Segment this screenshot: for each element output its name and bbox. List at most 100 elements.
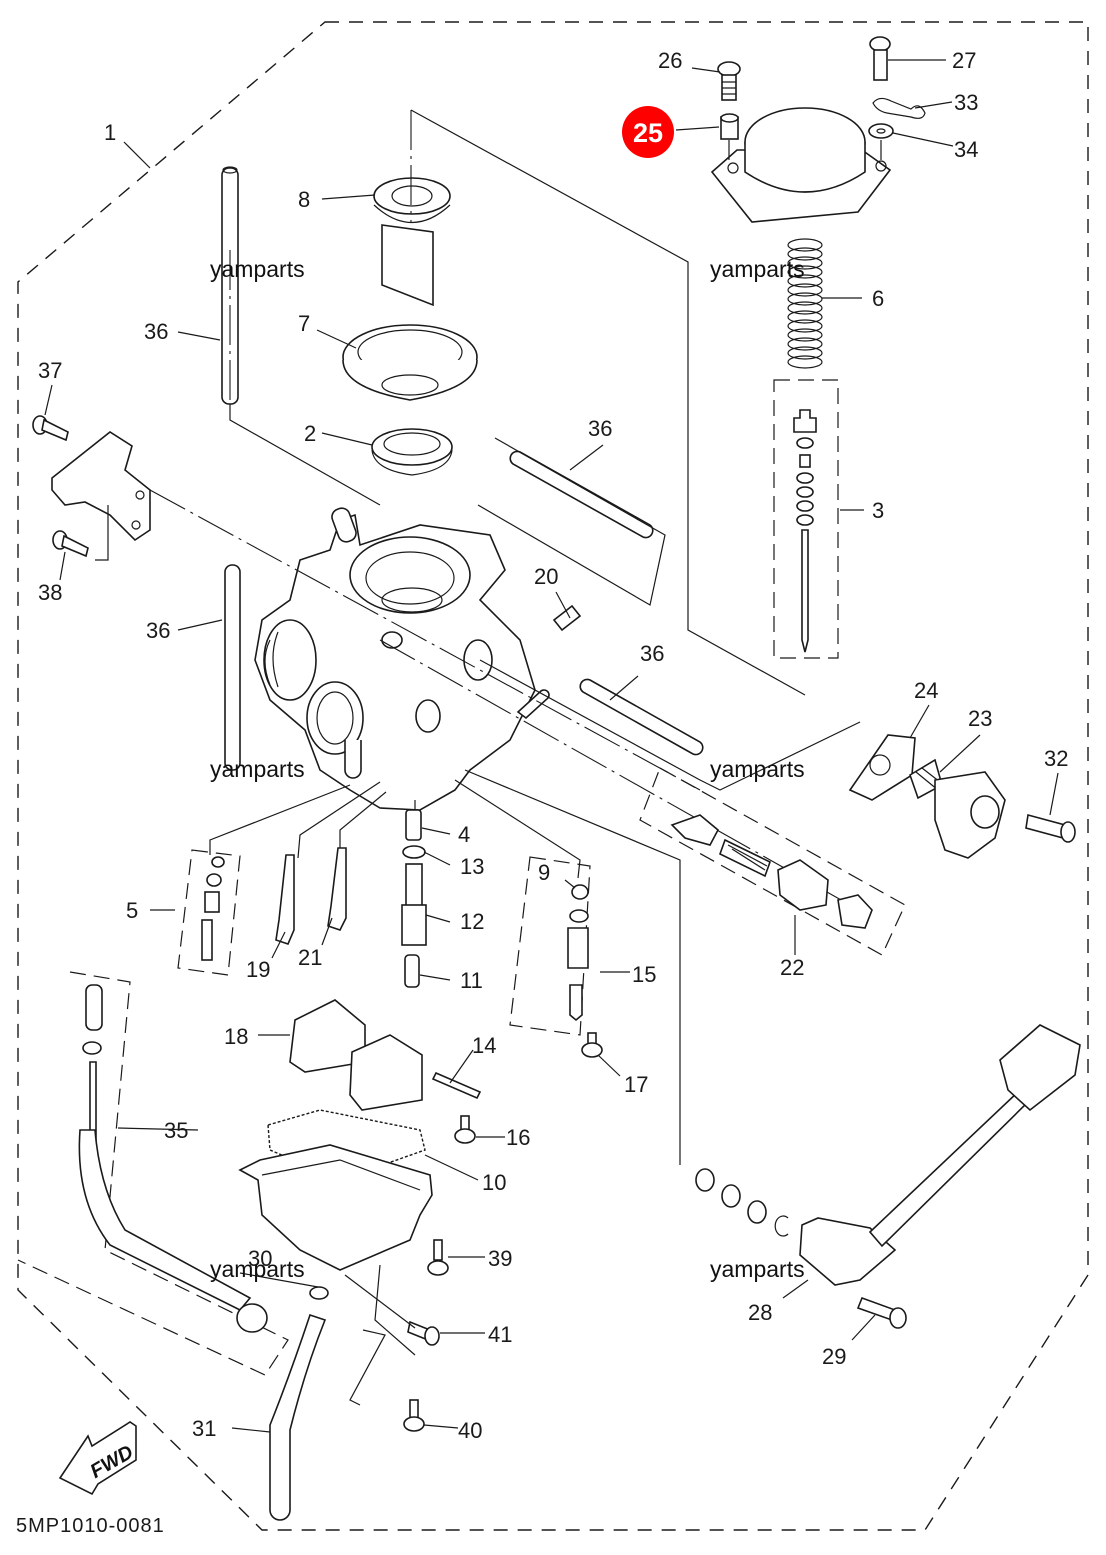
- callout-33[interactable]: 33: [954, 90, 978, 115]
- callout-37[interactable]: 37: [38, 358, 62, 383]
- callout-24[interactable]: 24: [914, 678, 938, 703]
- part-14-pin[interactable]: [431, 1071, 482, 1100]
- callout-36-lower-right[interactable]: 36: [640, 641, 664, 666]
- throttle-stop-bracket[interactable]: [51, 431, 151, 542]
- part-39-screw[interactable]: [427, 1239, 449, 1276]
- group-35-box: [17, 971, 289, 1376]
- carburetor-body[interactable]: [254, 506, 550, 811]
- part-41-screw[interactable]: [407, 1320, 440, 1346]
- callout-7[interactable]: 7: [298, 311, 310, 336]
- callout-5[interactable]: 5: [126, 898, 138, 923]
- part-6-spring[interactable]: [787, 238, 823, 369]
- part-22-starter-plunger-set[interactable]: [670, 814, 873, 929]
- part-36-rod-vertical-left[interactable]: [224, 564, 241, 771]
- part-17-screw[interactable]: [581, 1032, 603, 1058]
- callout-20[interactable]: 20: [534, 564, 558, 589]
- drain-wire: [349, 1329, 386, 1406]
- part-13-o-ring[interactable]: [402, 845, 426, 859]
- callout-15[interactable]: 15: [632, 962, 656, 987]
- part-20-fitting[interactable]: [552, 604, 582, 632]
- part-15-valve-set[interactable]: [567, 909, 589, 1022]
- callout-12[interactable]: 12: [460, 909, 484, 934]
- callout-1[interactable]: 1: [104, 120, 116, 145]
- carb-top-cover[interactable]: [710, 107, 892, 223]
- highlighted-callout-25[interactable]: 25: [622, 106, 674, 158]
- callout-25[interactable]: 25: [633, 118, 663, 148]
- part-40-screw[interactable]: [403, 1399, 425, 1432]
- part-31-hose[interactable]: [269, 1313, 327, 1521]
- part-2-ring[interactable]: [371, 428, 453, 476]
- part-35-drain-hose-set[interactable]: [78, 984, 268, 1333]
- part-21-jet[interactable]: [327, 847, 347, 931]
- spring-coil: [787, 319, 823, 333]
- part-11-main-jet[interactable]: [404, 954, 420, 988]
- callout-29[interactable]: 29: [822, 1344, 846, 1369]
- callout-18[interactable]: 18: [224, 1024, 248, 1049]
- part-33-clip[interactable]: [872, 97, 926, 119]
- part-26-screw[interactable]: [717, 61, 741, 101]
- callout-21[interactable]: 21: [298, 945, 322, 970]
- part-28-sensor[interactable]: [799, 1024, 1081, 1286]
- float-bowl[interactable]: [238, 1144, 433, 1271]
- callout-36-top[interactable]: 36: [144, 319, 168, 344]
- throttle-sensor-washers[interactable]: [695, 1168, 789, 1237]
- part-36-rod-diagonal-upper[interactable]: [509, 450, 654, 539]
- part-7-diaphragm[interactable]: [342, 324, 478, 401]
- part-36-rod-diagonal-lower[interactable]: [579, 678, 704, 756]
- highlight-marker: [622, 106, 674, 158]
- part-5-pilot-screw-set[interactable]: [201, 856, 225, 961]
- callout-4[interactable]: 4: [458, 822, 470, 847]
- callout-9[interactable]: 9: [538, 860, 550, 885]
- callout-8[interactable]: 8: [298, 187, 310, 212]
- part-9-cap[interactable]: [571, 884, 589, 900]
- callout-26[interactable]: 26: [658, 48, 682, 73]
- callout-2[interactable]: 2: [304, 421, 316, 446]
- callout-30[interactable]: 30: [248, 1246, 272, 1271]
- callout-34[interactable]: 34: [954, 137, 978, 162]
- callout-3[interactable]: 3: [872, 498, 884, 523]
- part-37-screw[interactable]: [32, 415, 69, 442]
- part-16-screw[interactable]: [454, 1115, 476, 1144]
- callout-23[interactable]: 23: [968, 706, 992, 731]
- part-32-screw[interactable]: [1025, 813, 1076, 843]
- part-4-jet[interactable]: [405, 809, 422, 841]
- callout-36-left[interactable]: 36: [146, 618, 170, 643]
- callout-38[interactable]: 38: [38, 580, 62, 605]
- callout-39[interactable]: 39: [488, 1246, 512, 1271]
- callout-10[interactable]: 10: [482, 1170, 506, 1195]
- callout-32[interactable]: 32: [1044, 746, 1068, 771]
- part-25-collar[interactable]: [720, 113, 739, 140]
- callout-35[interactable]: 35: [164, 1118, 188, 1143]
- part-19-jet[interactable]: [275, 854, 295, 945]
- jet-assembly-lines: [209, 769, 681, 1165]
- part-29-screw[interactable]: [856, 1296, 907, 1329]
- part-34-washer[interactable]: [868, 123, 894, 139]
- part-8-piston-valve[interactable]: [373, 177, 451, 307]
- callout-11[interactable]: 11: [460, 968, 483, 993]
- callout-19[interactable]: 19: [246, 957, 270, 982]
- part-18-float[interactable]: [289, 999, 423, 1111]
- callout-22[interactable]: 22: [780, 955, 804, 980]
- starter-cover[interactable]: [934, 771, 1006, 859]
- part-12-needle-jet[interactable]: [401, 863, 427, 946]
- callout-31[interactable]: 31: [192, 1416, 216, 1441]
- callout-36-upper-right[interactable]: 36: [588, 416, 612, 441]
- callout-16[interactable]: 16: [506, 1125, 530, 1150]
- spring-coil: [787, 301, 823, 315]
- callout-28[interactable]: 28: [748, 1300, 772, 1325]
- part-30-clip[interactable]: [309, 1286, 329, 1300]
- callout-41[interactable]: 41: [488, 1322, 512, 1347]
- callout-13[interactable]: 13: [460, 854, 484, 879]
- group-3-box: [773, 379, 839, 659]
- callout-14[interactable]: 14: [472, 1033, 496, 1058]
- part-3-jet-needle-set[interactable]: [793, 409, 817, 653]
- callout-leaders: [44, 59, 1059, 1433]
- callout-17[interactable]: 17: [624, 1072, 648, 1097]
- part-38-screw[interactable]: [52, 530, 89, 558]
- part-24-gasket[interactable]: [848, 734, 916, 801]
- bowl-link: [344, 1264, 416, 1356]
- part-27-screw[interactable]: [869, 36, 891, 81]
- callout-27[interactable]: 27: [952, 48, 976, 73]
- callout-40[interactable]: 40: [458, 1418, 482, 1443]
- callout-6[interactable]: 6: [872, 286, 884, 311]
